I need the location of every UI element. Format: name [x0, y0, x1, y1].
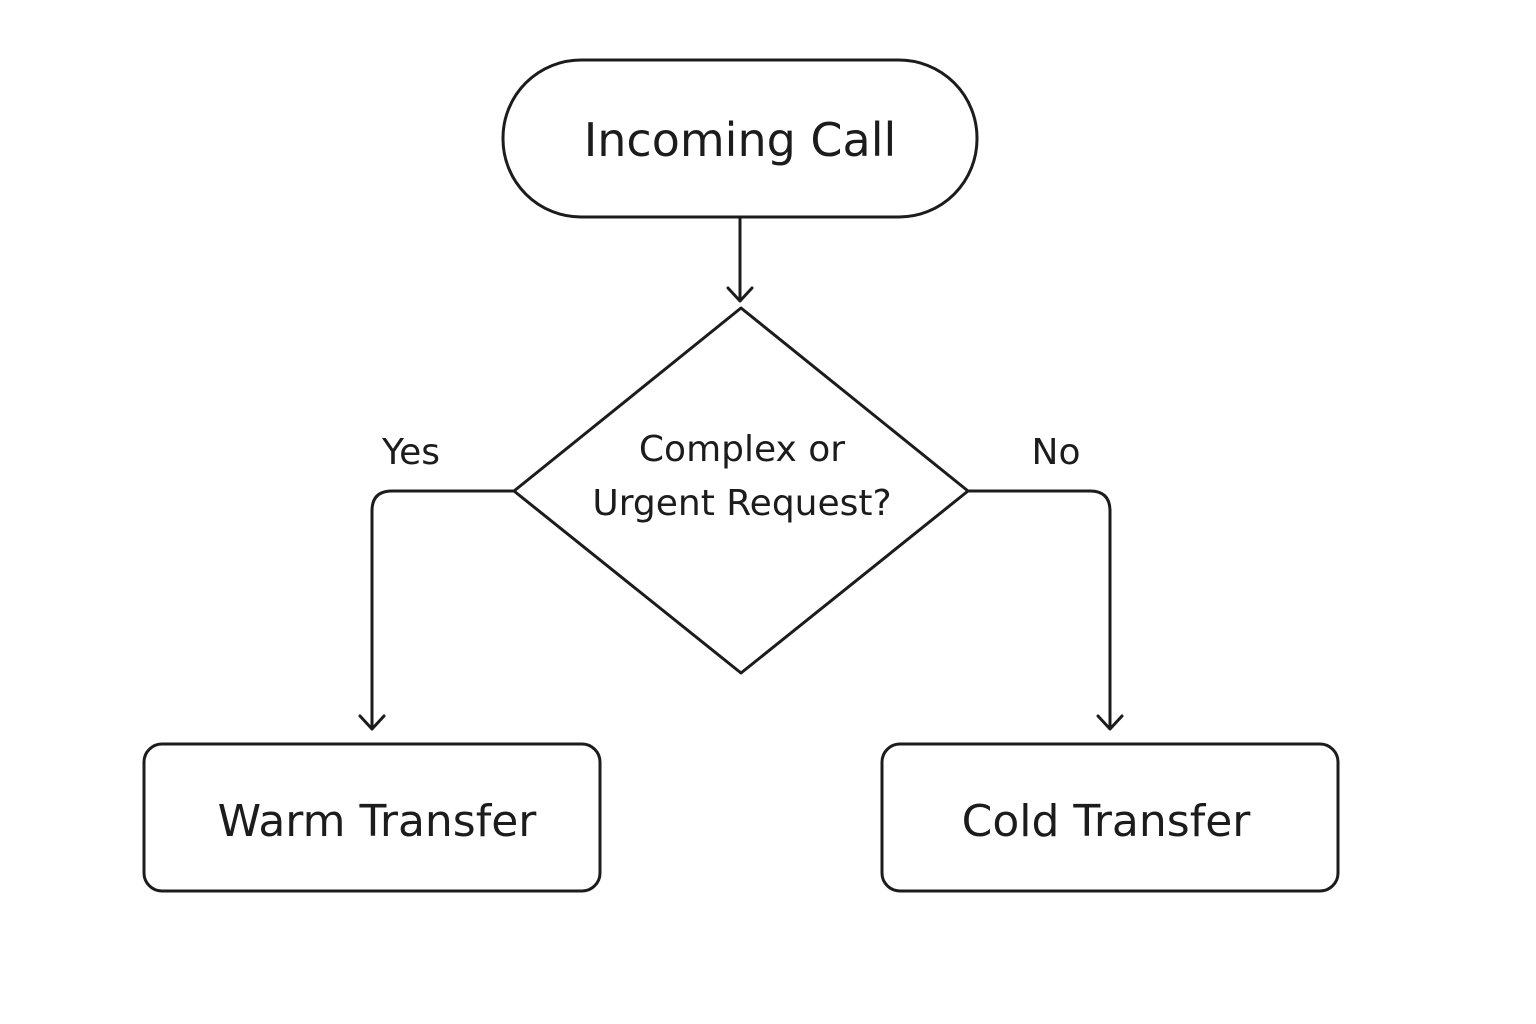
decision-node-shape	[512, 306, 970, 675]
connector-yes-branch	[370, 489, 516, 729]
warm-transfer-node-shape	[142, 742, 602, 893]
arrowhead-cold-transfer	[1096, 714, 1124, 731]
start-node-label: Incoming Call	[584, 113, 897, 167]
connector-no-branch	[966, 489, 1112, 729]
arrowhead-warm-transfer	[358, 714, 386, 731]
decision-node-label-line2: Urgent Request?	[592, 483, 891, 524]
warm-transfer-label: Warm Transfer	[218, 796, 538, 847]
branch-yes-label: Yes	[381, 432, 440, 473]
cold-transfer-label: Cold Transfer	[962, 796, 1252, 847]
cold-transfer-node-shape	[880, 742, 1340, 893]
decision-node-label-line1: Complex or	[639, 429, 845, 470]
branch-no-label: No	[1032, 432, 1081, 473]
arrowhead-decision	[726, 286, 754, 303]
